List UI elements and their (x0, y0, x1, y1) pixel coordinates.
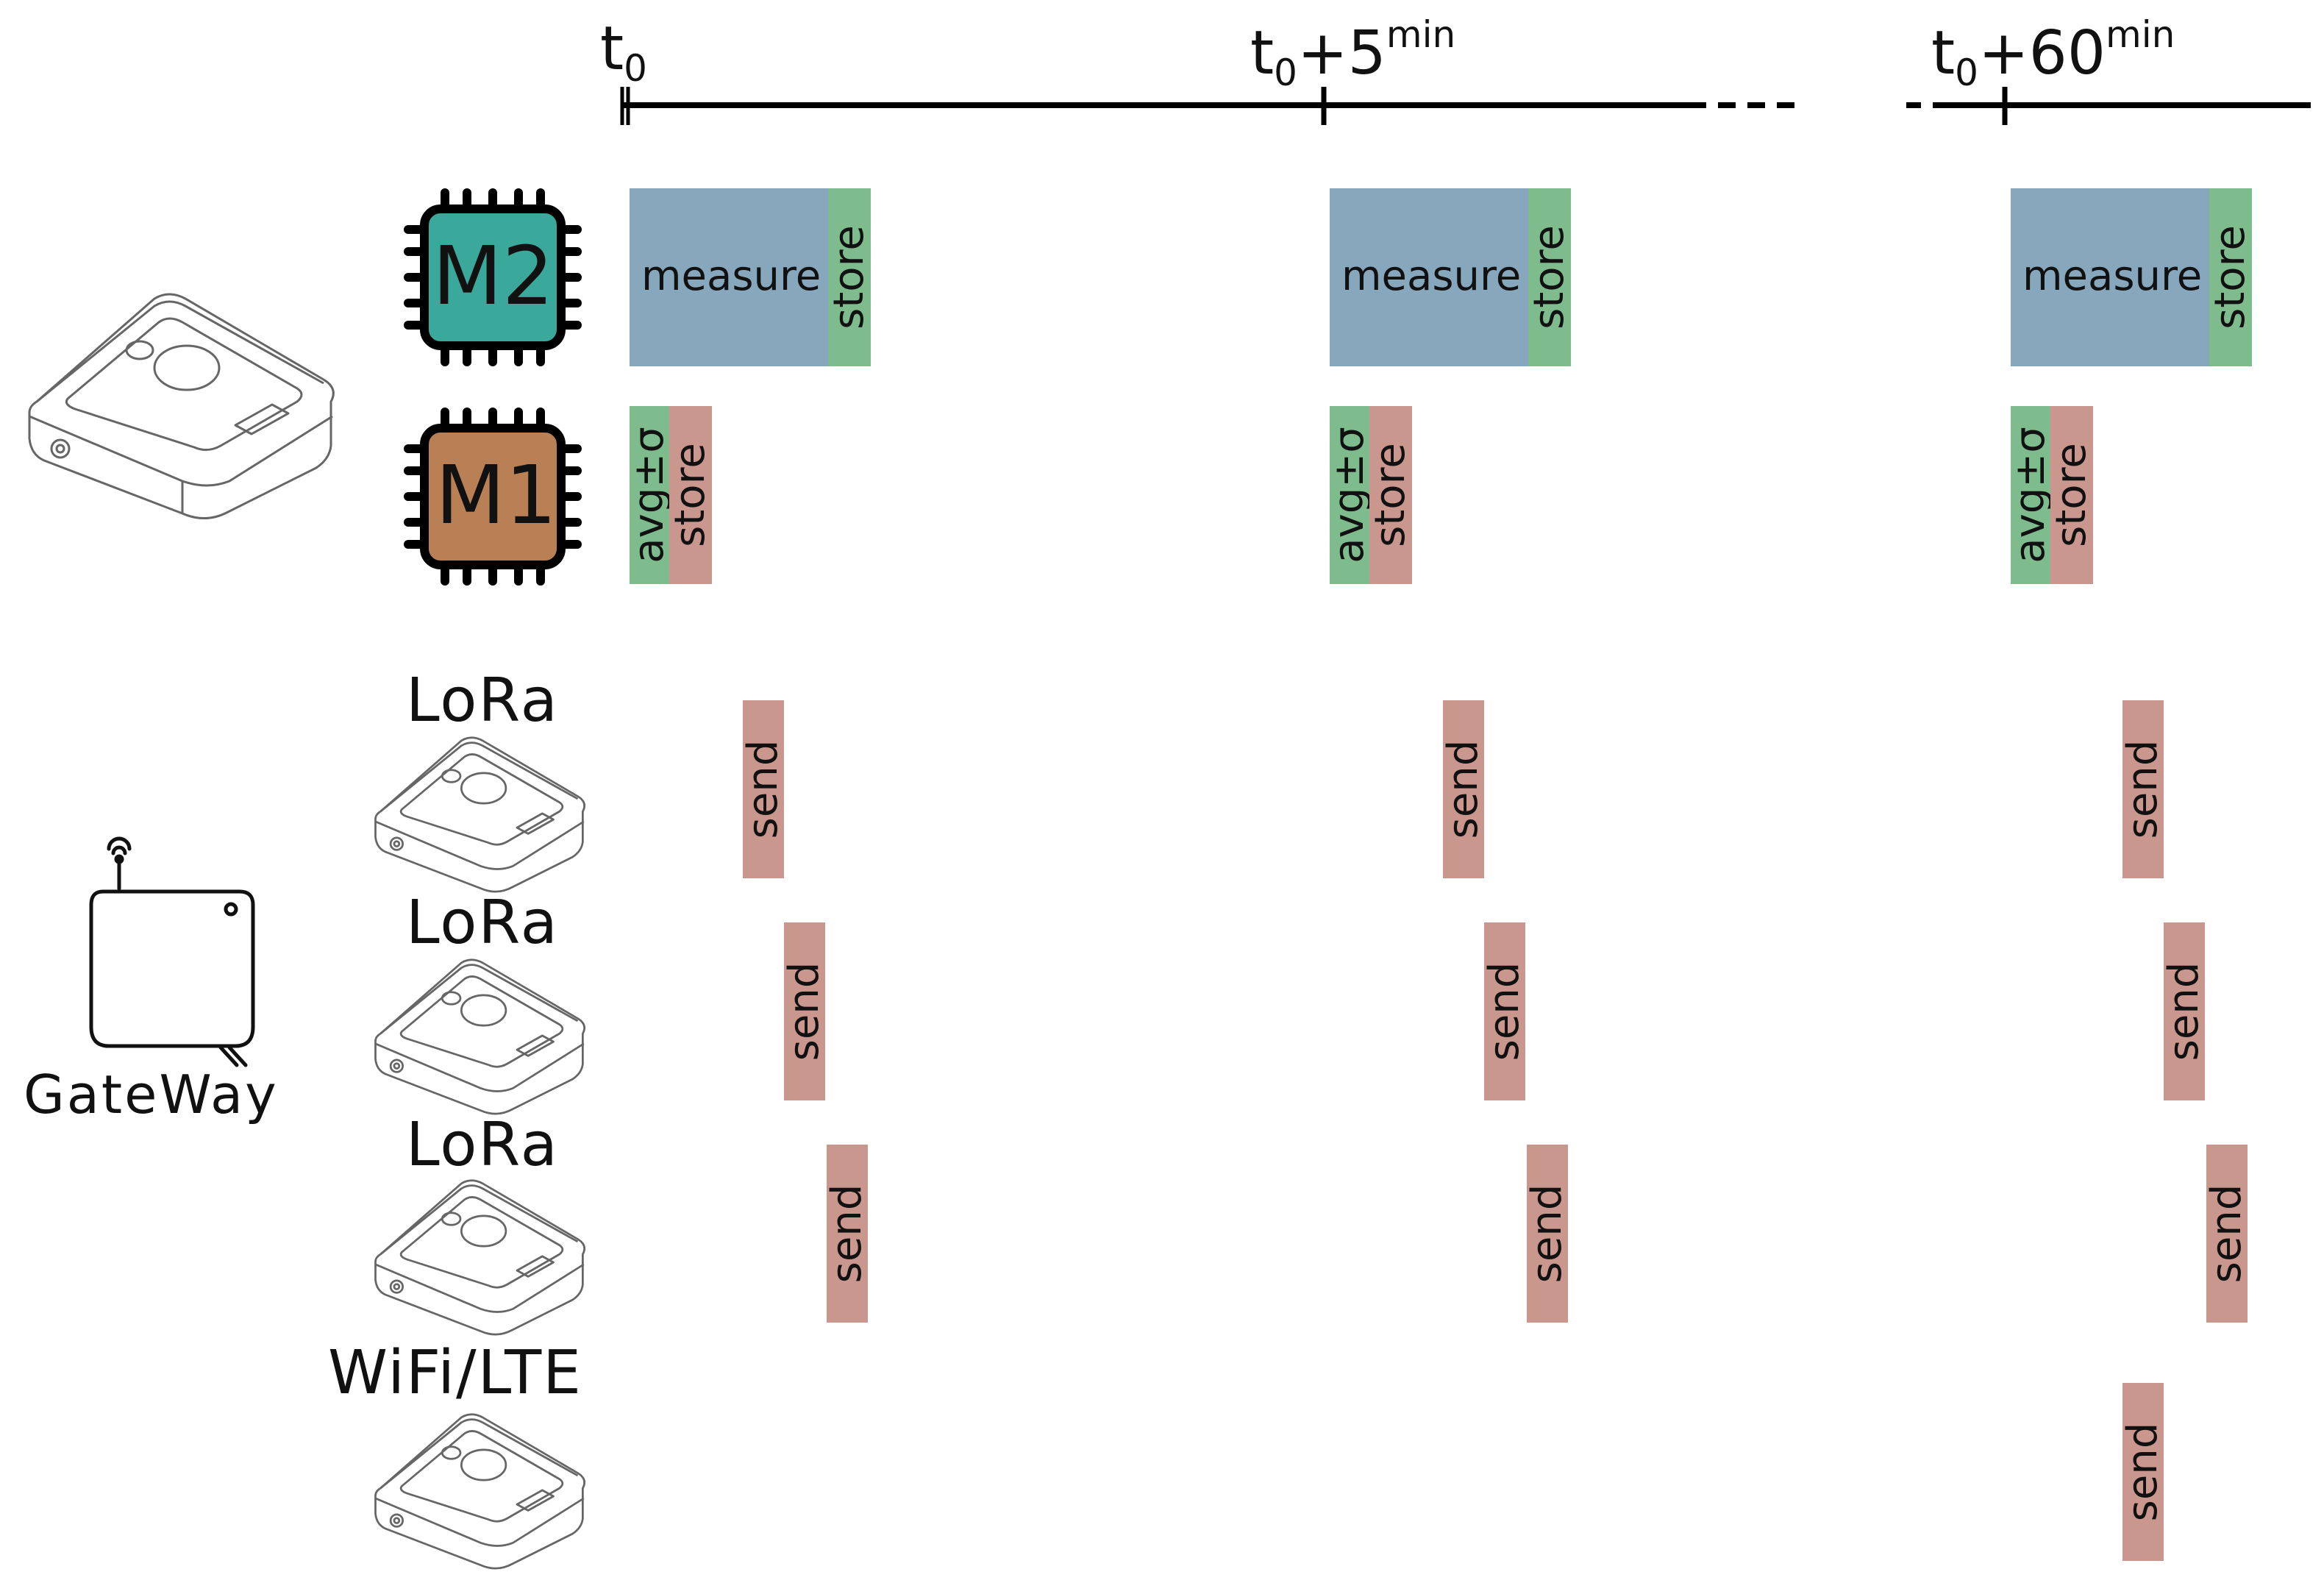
node-device-icon-2 (374, 958, 586, 1115)
tick-label-60-base: t (1931, 18, 1956, 88)
send-label-r3-3: send (2203, 1184, 2250, 1284)
send-block-r3-1: send (823, 1145, 871, 1323)
m1-avg-block-3: avg±σ (2006, 406, 2054, 584)
tick-label-t0-plus-5: t0+5min (1250, 16, 1455, 91)
m1-store-label-1: store (666, 443, 714, 547)
gateway-icon (89, 836, 255, 1067)
tick-label-5-sub: 0 (1274, 51, 1297, 94)
tick-label-60-sup: min (2106, 13, 2175, 56)
node-device-icon-4 (374, 1413, 586, 1570)
send-block-r2-1: send (780, 922, 828, 1100)
tick-label-5-offset: +5 (1297, 18, 1386, 88)
send-label-r1-1: send (739, 739, 787, 839)
send-label-r2-1: send (780, 961, 828, 1061)
chip-m1-label: M1 (435, 448, 557, 542)
tick-label-60-sub: 0 (1955, 51, 1978, 94)
send-label-r2-3: send (2160, 961, 2208, 1061)
m2-measure-label-1: measure (641, 252, 821, 300)
send-block-r4-1: send (2119, 1383, 2167, 1561)
node-device-icon-3 (374, 1179, 586, 1336)
chip-m2-body (420, 204, 566, 350)
row-label-wifi-lte: WiFi/LTE (328, 1338, 582, 1408)
m1-avg-label-2: avg±σ (1325, 427, 1373, 563)
chip-m2-label: M2 (432, 229, 554, 323)
chip-m1-body (420, 424, 566, 569)
send-block-r1-1: send (739, 700, 787, 878)
send-label-r1-2: send (1439, 739, 1487, 839)
send-block-r2-3: send (2160, 922, 2208, 1100)
send-block-r1-3: send (2119, 700, 2167, 878)
m1-avg-label-3: avg±σ (2006, 427, 2054, 563)
tick-label-t0-base: t (600, 14, 624, 84)
m1-avg-block-2: avg±σ (1325, 406, 1373, 584)
send-label-r2-2: send (1480, 961, 1528, 1061)
tick-label-t0-plus-60: t0+60min (1931, 16, 2175, 91)
m2-store-block-2: store (1525, 188, 1573, 366)
m1-store-label-3: store (2047, 443, 2095, 547)
send-block-r2-2: send (1480, 922, 1528, 1100)
m2-measure-block-3: measure (2011, 188, 2209, 366)
tick-label-t0-sub: 0 (624, 47, 647, 90)
tick-label-60-offset: +60 (1978, 18, 2106, 88)
m2-store-label-2: store (1525, 225, 1573, 330)
m1-store-block-3: store (2047, 406, 2095, 584)
row-label-lora-2: LoRa (406, 888, 559, 958)
send-label-r3-1: send (823, 1184, 871, 1284)
gateway-label: GateWay (24, 1064, 279, 1125)
tick-label-5-base: t (1250, 18, 1275, 88)
m1-store-block-1: store (666, 406, 714, 584)
m2-measure-label-3: measure (2022, 252, 2203, 300)
node-device-icon-1 (374, 736, 586, 893)
m2-store-block-1: store (825, 188, 873, 366)
m2-measure-block-2: measure (1330, 188, 1528, 366)
send-label-r3-2: send (1523, 1184, 1571, 1284)
send-block-r1-2: send (1439, 700, 1487, 878)
m2-measure-label-2: measure (1341, 252, 1522, 300)
m2-store-block-3: store (2206, 188, 2254, 366)
tick-label-t0: t0 (600, 19, 647, 90)
send-label-r1-3: send (2119, 739, 2167, 839)
m1-store-label-2: store (1366, 443, 1414, 547)
m2-store-label-1: store (825, 225, 873, 330)
chip-m1-icon (404, 408, 582, 586)
send-block-r3-2: send (1523, 1145, 1571, 1323)
m1-avg-block-1: avg±σ (625, 406, 673, 584)
tick-label-5-sup: min (1386, 13, 1456, 56)
row-label-lora-1: LoRa (406, 666, 559, 736)
m2-store-label-3: store (2206, 225, 2254, 330)
m2-measure-block-1: measure (630, 188, 828, 366)
sensor-device-icon (28, 293, 335, 520)
send-block-r3-3: send (2203, 1145, 2250, 1323)
chip-m2-icon (404, 188, 582, 366)
row-label-lora-3: LoRa (406, 1110, 559, 1180)
m1-store-block-2: store (1366, 406, 1414, 584)
send-label-r4-1: send (2119, 1422, 2167, 1522)
m1-avg-label-1: avg±σ (625, 427, 673, 563)
